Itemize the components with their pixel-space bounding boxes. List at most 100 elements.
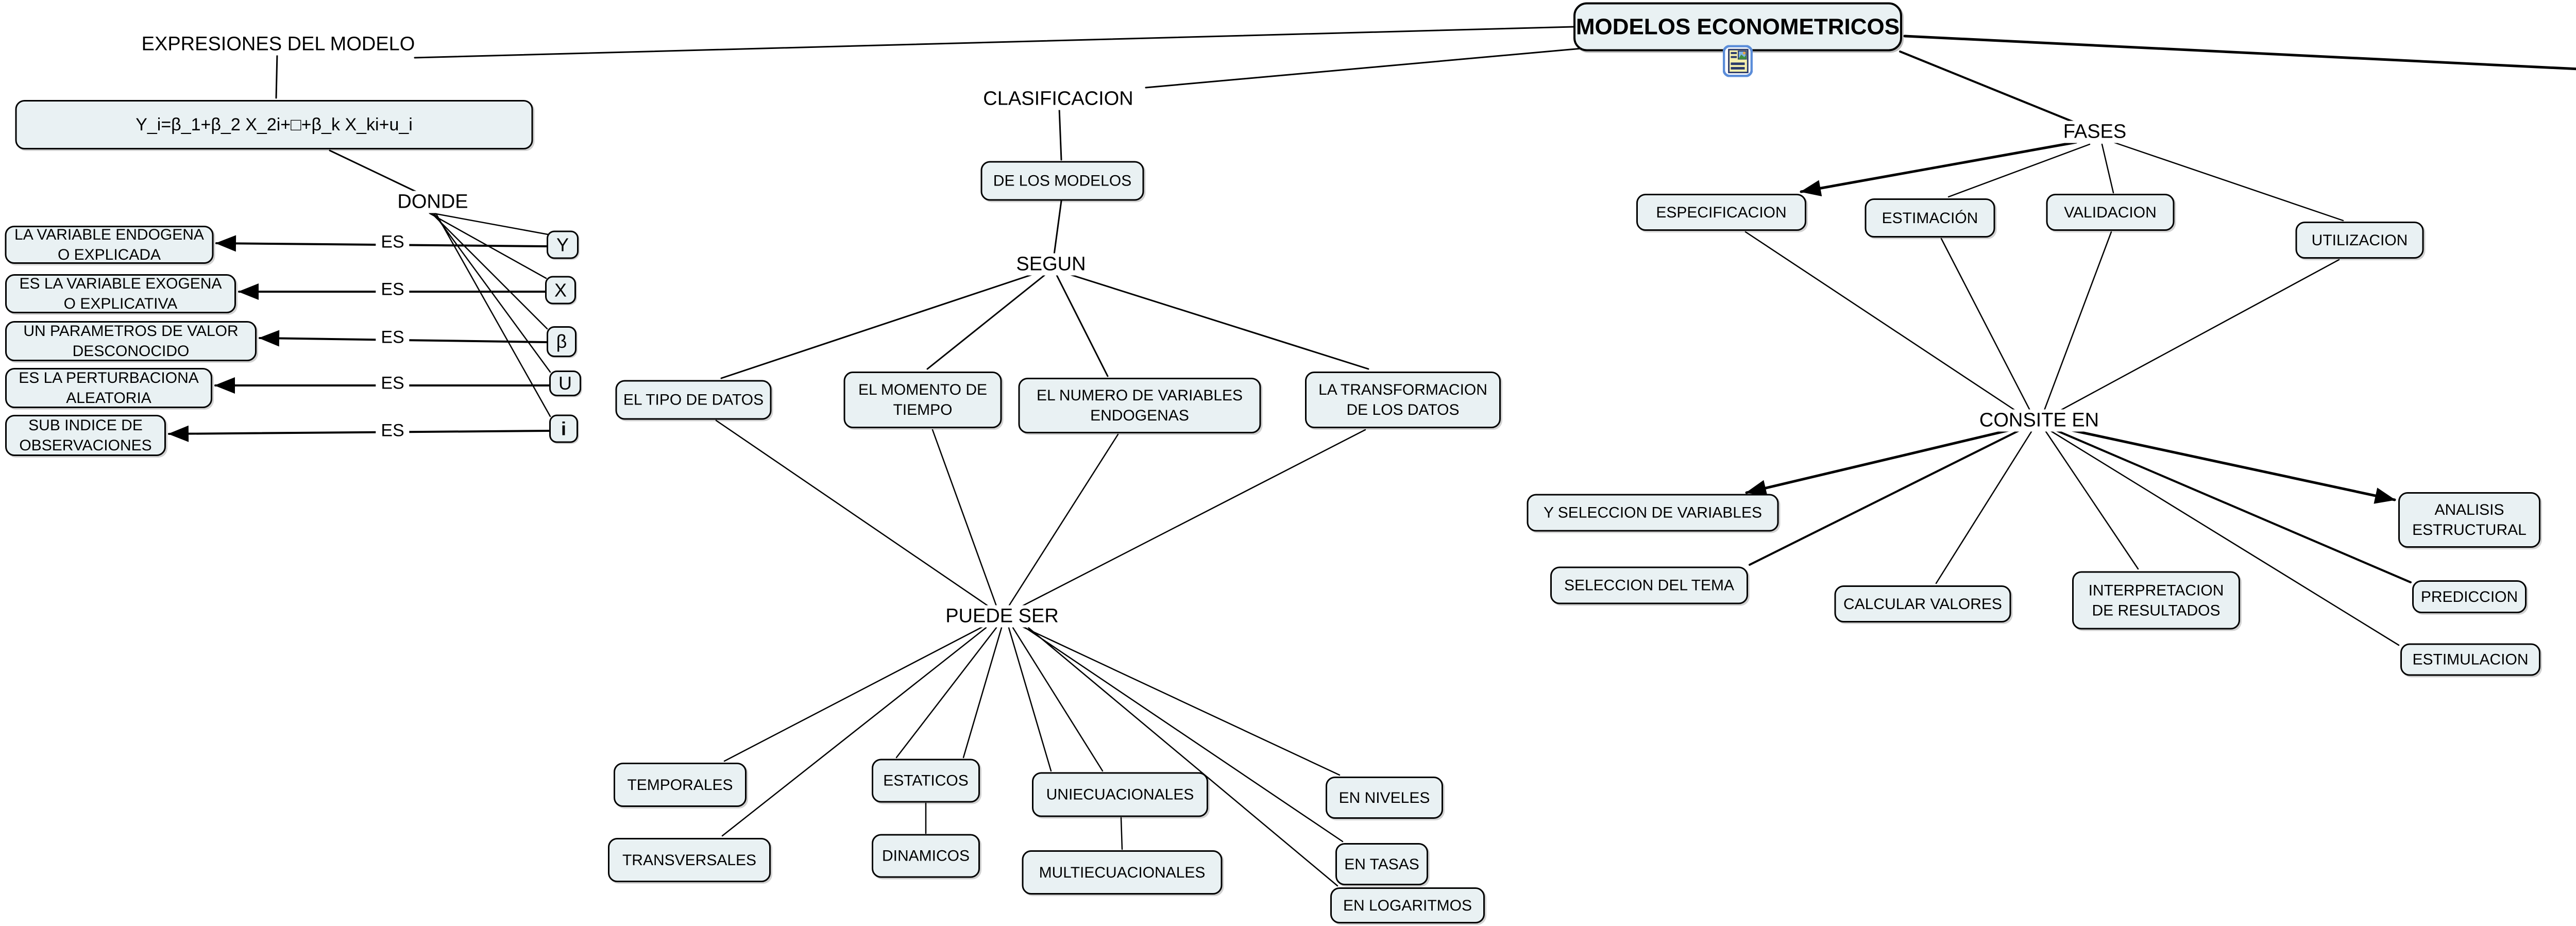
connector-line: [2054, 429, 2412, 583]
node-letter-beta[interactable]: β: [547, 326, 577, 357]
node-estaticos[interactable]: ESTATICOS: [872, 759, 980, 803]
node-expresiones-del-modelo[interactable]: EXPRESIONES DEL MODELO: [136, 33, 420, 56]
node-es-4[interactable]: ES: [376, 373, 410, 394]
node-clasificacion[interactable]: CLASIFICACION: [978, 88, 1139, 110]
connector-line: [168, 425, 550, 442]
node-label: DINAMICOS: [882, 847, 970, 865]
node-label: ESPECIFICACION: [1656, 204, 1787, 221]
node-letter-x[interactable]: X: [545, 276, 576, 305]
node-formula[interactable]: Y_i=β_1+β_2 X_2i+□+β_k X_ki+u_i: [15, 100, 533, 149]
node-multiecuacionales[interactable]: MULTIECUACIONALES: [1022, 850, 1223, 895]
node-perturbacion[interactable]: ES LA PERTURBACIONA ALEATORIA: [5, 368, 212, 408]
node-seleccion-del-tema[interactable]: SELECCION DEL TEMA: [1550, 566, 1748, 604]
node-label: SEGUN: [1016, 253, 1086, 275]
node-label: VALIDACION: [2064, 204, 2157, 221]
node-label: Y: [556, 234, 569, 255]
node-label: ES: [381, 279, 404, 299]
connector-line: [1745, 427, 2017, 496]
node-segun[interactable]: SEGUN: [1011, 253, 1091, 276]
node-temporales[interactable]: TEMPORALES: [614, 763, 747, 807]
node-letter-u[interactable]: U: [549, 371, 581, 396]
connector-line: [1903, 35, 2576, 71]
node-label: EXPRESIONES DEL MODELO: [141, 33, 415, 55]
node-en-tasas[interactable]: EN TASAS: [1335, 843, 1428, 885]
connector-line: [895, 627, 997, 759]
connector-line: [1940, 238, 2031, 411]
node-modelos-econometricos[interactable]: MODELOS ECONOMETRICOS: [1573, 2, 1902, 77]
node-estimulacion[interactable]: ESTIMULACION: [2400, 643, 2540, 676]
node-label: ESTIMULACION: [2412, 651, 2529, 668]
node-label: CLASIFICACION: [983, 88, 1133, 110]
node-transformacion-datos[interactable]: LA TRANSFORMACION DE LOS DATOS: [1305, 372, 1501, 428]
node-label: ES: [381, 373, 404, 393]
node-es-5[interactable]: ES: [376, 420, 410, 441]
node-label: ES LA PERTURBACIONA ALEATORIA: [19, 369, 199, 407]
node-label: MULTIECUACIONALES: [1039, 864, 1206, 881]
node-fases[interactable]: FASES: [2058, 121, 2132, 143]
node-label: ES: [381, 327, 404, 347]
node-tipo-de-datos[interactable]: EL TIPO DE DATOS: [615, 380, 772, 420]
node-label: PUEDE SER: [945, 605, 1059, 627]
connector-line: [1749, 429, 2022, 566]
node-label: ESTIMACIÓN: [1882, 209, 1978, 227]
node-interpretacion-resultados[interactable]: INTERPRETACION DE RESULTADOS: [2072, 571, 2240, 630]
node-label: Y_i=β_1+β_2 X_2i+□+β_k X_ki+u_i: [135, 114, 413, 134]
node-label: ES: [381, 420, 404, 441]
node-variable-exogena[interactable]: ES LA VARIABLE EXOGENA O EXPLICATIVA: [5, 274, 236, 313]
node-donde[interactable]: DONDE: [392, 191, 473, 213]
connector-line: [414, 26, 1574, 59]
node-transversales[interactable]: TRANSVERSALES: [608, 838, 771, 882]
connector-line: [2101, 143, 2114, 194]
connector-line: [275, 53, 278, 99]
connector-line: [2058, 426, 2396, 504]
node-label: ES: [381, 232, 404, 252]
connector-line: [2058, 259, 2340, 412]
node-dinamicos[interactable]: DINAMICOS: [872, 834, 980, 878]
connector-line: [2049, 430, 2400, 646]
node-label: SUB INDICE DE OBSERVACIONES: [19, 417, 152, 454]
node-variable-endogena[interactable]: LA VARIABLE ENDOGENA O EXPLICADA: [5, 226, 214, 264]
node-estimacion[interactable]: ESTIMACIÓN: [1865, 198, 1995, 238]
connector-line: [931, 429, 997, 607]
node-utilizacion[interactable]: UTILIZACION: [2295, 222, 2424, 259]
node-label: UNIECUACIONALES: [1046, 786, 1194, 803]
node-label: DE LOS MODELOS: [993, 172, 1132, 190]
node-label: i: [561, 418, 566, 439]
node-parametros[interactable]: UN PARAMETROS DE VALOR DESCONOCIDO: [5, 321, 257, 361]
node-label: CALCULAR VALORES: [1843, 595, 2002, 613]
node-label: UN PARAMETROS DE VALOR DESCONOCIDO: [23, 323, 239, 360]
node-consite-en[interactable]: CONSITE EN: [1974, 409, 2105, 432]
node-y-seleccion-variables[interactable]: Y SELECCION DE VARIABLES: [1527, 494, 1779, 532]
connector-line: [431, 212, 548, 330]
node-es-1[interactable]: ES: [376, 232, 410, 252]
node-letter-i[interactable]: i: [549, 414, 578, 443]
node-label: TEMPORALES: [627, 776, 733, 794]
node-es-2[interactable]: ES: [376, 279, 410, 300]
node-analisis-estructural[interactable]: ANALISIS ESTRUCTURAL: [2398, 492, 2540, 548]
node-letter-y[interactable]: Y: [547, 230, 579, 259]
node-puede-ser[interactable]: PUEDE SER: [940, 605, 1064, 628]
connector-line: [2043, 231, 2112, 411]
node-en-logaritmos[interactable]: EN LOGARITMOS: [1330, 887, 1485, 923]
node-calcular-valores[interactable]: CALCULAR VALORES: [1834, 585, 2011, 622]
node-label: ANALISIS ESTRUCTURAL: [2412, 501, 2527, 538]
node-momento-de-tiempo[interactable]: EL MOMENTO DE TIEMPO: [843, 372, 1002, 428]
image-resource-icon[interactable]: [1722, 45, 1753, 77]
node-label: FASES: [2063, 121, 2127, 143]
node-uniecuacionales[interactable]: UNIECUACIONALES: [1032, 772, 1208, 817]
connector-line: [2112, 141, 2344, 222]
node-sub-indice[interactable]: SUB INDICE DE OBSERVACIONES: [5, 415, 166, 456]
node-label: β: [556, 331, 567, 352]
node-label: Y SELECCION DE VARIABLES: [1543, 504, 1762, 521]
node-label: EN TASAS: [1344, 855, 1419, 873]
node-de-los-modelos[interactable]: DE LOS MODELOS: [980, 161, 1144, 201]
node-prediccion-fase[interactable]: PREDICCION: [2412, 580, 2527, 613]
node-label: SELECCION DEL TEMA: [1564, 577, 1735, 594]
node-es-3[interactable]: ES: [376, 327, 410, 348]
connector-line: [720, 272, 1038, 379]
node-en-niveles[interactable]: EN NIVELES: [1326, 777, 1443, 819]
node-validacion[interactable]: VALIDACION: [2046, 194, 2175, 231]
node-numero-de-variables[interactable]: EL NUMERO DE VARIABLES ENDOGENAS: [1018, 378, 1261, 433]
connector-line: [1058, 107, 1062, 161]
node-especificacion[interactable]: ESPECIFICACION: [1636, 194, 1806, 231]
